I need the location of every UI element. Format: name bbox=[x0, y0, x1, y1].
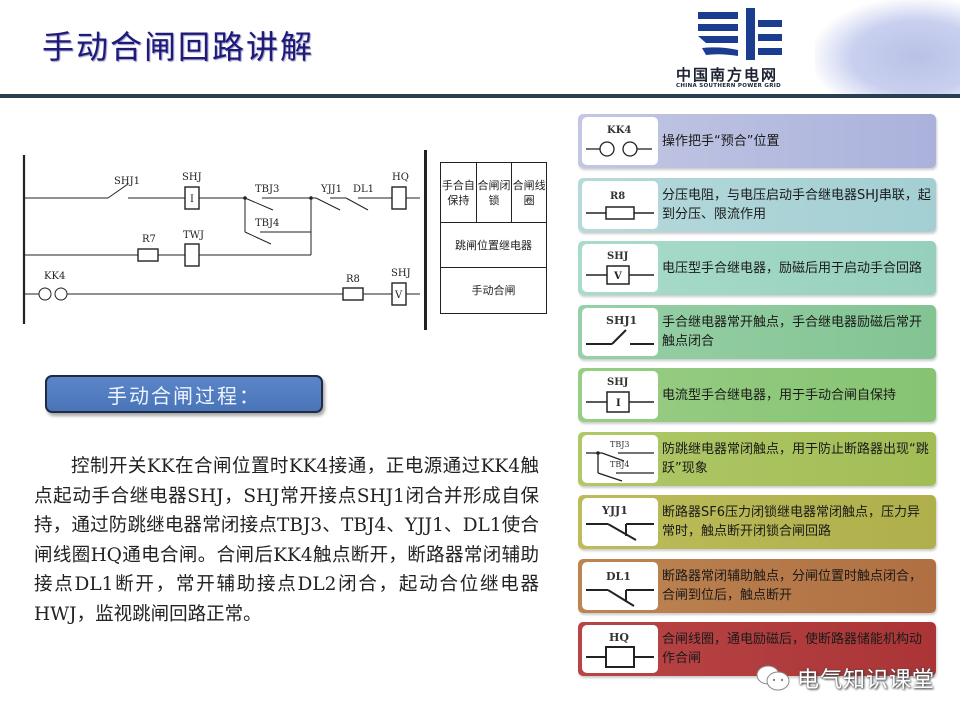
header-decoration bbox=[815, 0, 960, 95]
label-kk4: KK4 bbox=[44, 271, 65, 282]
card-description: 分压电阻，与电压启动手合继电器SHJ串联，起到分压、限流作用 bbox=[662, 187, 931, 222]
normally-closed-contact-icon: DL1 bbox=[582, 561, 658, 610]
svg-text:V: V bbox=[613, 271, 622, 282]
component-card: SHJ I 电流型手合继电器，用于手动合闸自保持 bbox=[578, 368, 936, 422]
coil-icon: HQ bbox=[582, 625, 658, 673]
resistor-icon: R8 bbox=[582, 180, 658, 229]
label-r7: R7 bbox=[142, 234, 156, 245]
svg-text:SHJ: SHJ bbox=[607, 251, 629, 262]
component-card: TBJ3 TBJ4 防跳继电器常闭触点，用于防止断路器出现“跳跃”现象 bbox=[578, 431, 936, 486]
component-card: YJJ1 断路器SF6压力闭锁继电器常闭触点，压力异常时，触点断开闭锁合闸回路 bbox=[578, 495, 936, 549]
csg-logo-icon bbox=[698, 8, 782, 60]
label-dl1: DL1 bbox=[353, 184, 374, 195]
component-card: KK4 操作把手“预合”位置 bbox=[578, 114, 936, 168]
circuit-legend-table: 手合自保持 合闸闭锁 合闸线圈 跳闸位置继电器 手动合闸 bbox=[440, 162, 547, 314]
anti-pump-contacts-icon: TBJ3 TBJ4 bbox=[582, 434, 658, 483]
legend-self-hold: 手合自保持 bbox=[440, 162, 477, 223]
card-description: 手合继电器常开触点，手合继电器励磁后常开触点闭合 bbox=[662, 314, 923, 349]
svg-text:TBJ4: TBJ4 bbox=[610, 460, 630, 469]
svg-text:YJJ1: YJJ1 bbox=[601, 504, 628, 517]
card-description: 断路器常闭辅助触点，分闸位置时触点闭合，合闸到位后，触点断开 bbox=[662, 568, 923, 603]
process-heading-button: 手动合闸过程： bbox=[45, 375, 323, 413]
wechat-icon bbox=[756, 665, 790, 691]
card-description: 操作把手“预合”位置 bbox=[662, 133, 780, 149]
legend-trip-position-relay: 跳闸位置继电器 bbox=[440, 222, 547, 268]
page-title: 手动合闸回路讲解 bbox=[42, 28, 315, 66]
label-yjj1: YJJ1 bbox=[320, 184, 342, 195]
card-description: 电流型手合继电器，用于手动合闸自保持 bbox=[662, 387, 897, 403]
circuit-diagram: SHJ1 SHJ I TBJ3 TBJ4 YJJ1 DL1 HQ R7 TWJ … bbox=[22, 155, 420, 324]
component-card-list: KK4 操作把手“预合”位置 R8 分压电阻，与电压启动手合继电器SHJ串联，起… bbox=[578, 114, 936, 686]
component-card: HQ 合闸线圈，通电励磁后，使断路器储能机构动作合闸 bbox=[578, 622, 936, 676]
watermark: 电气知识课堂 bbox=[755, 662, 935, 694]
process-description: 控制开关KK在合闸位置时KK4接通，正电源通过KK4触点起动手合继电器SHJ，S… bbox=[34, 456, 539, 625]
normally-closed-contact-icon: YJJ1 bbox=[582, 498, 658, 546]
svg-text:SHJ: SHJ bbox=[607, 377, 629, 388]
label-hq: HQ bbox=[392, 172, 409, 183]
label-v-symbol: V bbox=[394, 290, 403, 301]
component-card: SHJ V 电压型手合继电器，励磁后用于启动手合回路 bbox=[578, 241, 936, 295]
legend-manual-close: 手动合闸 bbox=[440, 267, 547, 314]
legend-close-coil: 合闸线圈 bbox=[511, 162, 547, 223]
label-twj: TWJ bbox=[183, 230, 204, 241]
label-shj1: SHJ1 bbox=[114, 176, 140, 187]
right-bus-bar bbox=[424, 150, 427, 330]
logo-chinese-text: 中国南方电网 bbox=[676, 66, 779, 84]
current-relay-icon: SHJ I bbox=[582, 371, 658, 419]
component-card: R8 分压电阻，与电压启动手合继电器SHJ串联，起到分压、限流作用 bbox=[578, 177, 936, 232]
card-description: 合闸线圈，通电励磁后，使断路器储能机构动作合闸 bbox=[662, 632, 923, 666]
svg-text:SHJ1: SHJ1 bbox=[606, 314, 637, 327]
svg-text:I: I bbox=[616, 398, 621, 409]
card-description: 防跳继电器常闭触点，用于防止断路器出现“跳跃”现象 bbox=[662, 441, 929, 476]
svg-text:KK4: KK4 bbox=[607, 125, 631, 136]
svg-text:HQ: HQ bbox=[609, 631, 629, 644]
svg-text:DL1: DL1 bbox=[606, 570, 631, 583]
card-description: 电压型手合继电器，励磁后用于启动手合回路 bbox=[662, 260, 923, 276]
svg-text:R8: R8 bbox=[610, 191, 625, 202]
card-description: 断路器SF6压力闭锁继电器常闭触点，压力异常时，触点断开闭锁合闸回路 bbox=[662, 505, 921, 539]
voltage-relay-icon: SHJ V bbox=[582, 244, 658, 292]
label-shj-current: SHJ bbox=[182, 172, 202, 183]
logo-english-text: CHINA SOUTHERN POWER GRID bbox=[676, 83, 781, 89]
legend-close-lockout: 合闸闭锁 bbox=[475, 162, 513, 223]
normally-open-contact-icon: SHJ1 bbox=[582, 307, 658, 356]
label-tbj4: TBJ4 bbox=[255, 218, 279, 229]
svg-text:TBJ3: TBJ3 bbox=[610, 440, 630, 449]
header-divider bbox=[0, 94, 960, 98]
label-i-symbol: I bbox=[190, 194, 194, 205]
label-r8: R8 bbox=[346, 274, 360, 285]
switch-contacts-icon: KK4 bbox=[582, 117, 658, 165]
watermark-text: 电气知识课堂 bbox=[797, 668, 936, 693]
label-shj-voltage: SHJ bbox=[391, 268, 411, 279]
component-card: SHJ1 手合继电器常开触点，手合继电器励磁后常开触点闭合 bbox=[578, 304, 936, 359]
component-card: DL1 断路器常闭辅助触点，分闸位置时触点闭合，合闸到位后，触点断开 bbox=[578, 558, 936, 613]
label-tbj3: TBJ3 bbox=[255, 184, 279, 195]
